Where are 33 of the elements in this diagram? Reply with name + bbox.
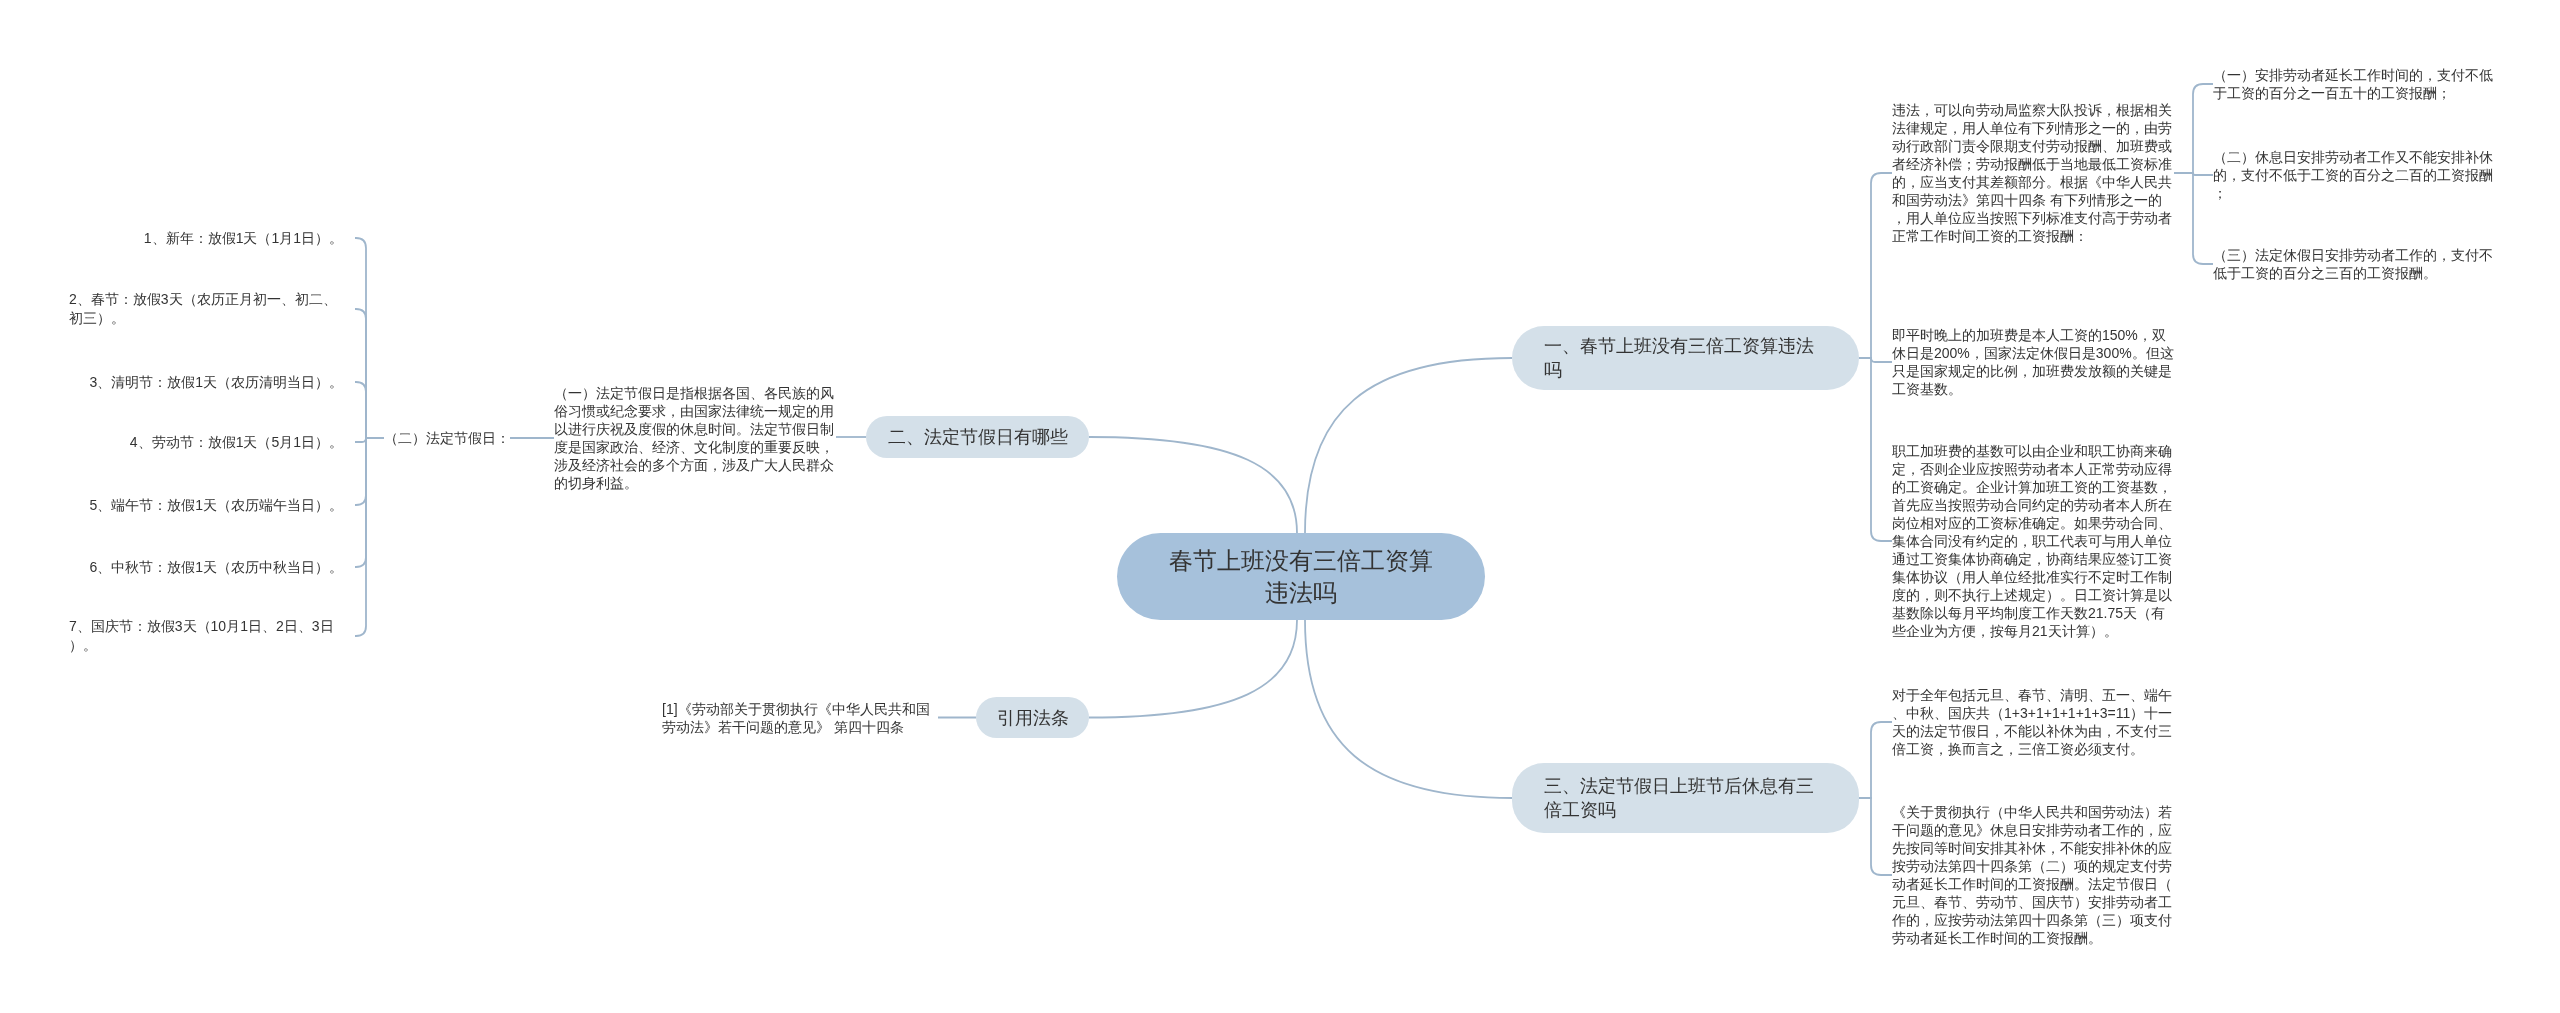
note-text: （二）法定节假日： (384, 429, 510, 447)
topic-pill: 二、法定节假日有哪些 (866, 416, 1089, 458)
note-text: 即平时晚上的加班费是本人工资的150%，双休日是200%，国家法定休假日是300%。但这只是国家规定的比例，加班费发放额的关键是工资基数。 (1892, 326, 2174, 398)
branch-line (1088, 436, 1298, 534)
note-text: 违法，可以向劳动局监察大队投诉，根据相关法律规定，用人单位有下列情形之一的，由劳动行政部门责令限期支付劳动报酬、加班费或者经济补偿；劳动报酬低于当地最低工资标准的，应当支付其差额部分。根据《中华人民共和国劳动法》第四十四条 有下列情形之一的，用人单位应当按照下列标准支付高于劳动者正常工作时间工资的工资报酬： (1892, 101, 2174, 245)
list-item-text: 4、劳动节：放假1天（5月1日）。 (129, 432, 355, 452)
branch-line (1858, 797, 1893, 876)
note-text: （一）法定节假日是指根据各国、各民族的风俗习惯或纪念要求，由国家法律统一规定的用以进行庆祝及度假的休息时间。法定节假日制度是国家政治、经济、文化制度的重要反映，涉及经济社会的多个方面，涉及广大人民群众的切身利益。 (554, 384, 836, 492)
topic-pill: 三、法定节假日上班节后休息有三倍工资吗 (1512, 763, 1859, 833)
branch-line (354, 437, 385, 637)
list-item-text: 2、春节：放假3天（农历正月初一、初二、初三）。 (69, 290, 355, 328)
note-text: 对于全年包括元旦、春节、清明、五一、端午、中秋、国庆共（1+3+1+1+1+1+3=11）十一天的法定节假日，不能以补休为由，不支付三倍工资，换而言之，三倍工资必须支付。 (1892, 686, 2174, 758)
list-item-text: 7、国庆节：放假3天（10月1日、2日、3日）。 (69, 617, 355, 655)
note-text: （二）休息日安排劳动者工作又不能安排补休的，支付不低于工资的百分之二百的工资报酬； (2213, 148, 2497, 202)
note-text: （三）法定休假日安排劳动者工作的，支付不低于工资的百分之三百的工资报酬。 (2213, 246, 2497, 282)
branch-line (1088, 619, 1298, 719)
branch-line (835, 436, 867, 438)
note-text: （一）安排劳动者延长工作时间的，支付不低于工资的百分之一百五十的工资报酬； (2213, 66, 2497, 102)
central-topic: 春节上班没有三倍工资算违法吗 (1117, 533, 1485, 620)
branch-line (1858, 357, 1893, 542)
topic-pill: 一、春节上班没有三倍工资算违法吗 (1512, 326, 1859, 390)
list-item-text: 1、新年：放假1天（1月1日）。 (143, 228, 355, 248)
note-text: [1]《劳动部关于贯彻执行《中华人民共和国劳动法》若干问题的意见》 第四十四条 (662, 700, 938, 736)
list-item-text: 6、中秋节：放假1天（农历中秋当日）。 (89, 557, 355, 577)
topic-pill: 引用法条 (976, 697, 1089, 738)
branch-line (937, 716, 977, 719)
list-item-text: 5、端午节：放假1天（农历端午当日）。 (89, 495, 355, 515)
note-text: 《关于贯彻执行（中华人民共和国劳动法）若干问题的意见》休息日安排劳动者工作的，应先按同等时间安排其补休，不能安排补休的应按劳动法第四十四条第（二）项的规定支付劳动者延长工作时间的工资报酬。法定节假日（元旦、春节、劳动节、国庆节）安排劳动者工作的，应按劳动法第四十四条第（三）项支付劳动者延长工作时间的工资报酬。 (1892, 803, 2174, 947)
branch-line (1304, 357, 1513, 534)
branch-line (509, 437, 555, 439)
list-item-text: 3、清明节：放假1天（农历清明当日）。 (89, 372, 355, 392)
branch-line (1304, 619, 1513, 799)
note-text: 职工加班费的基数可以由企业和职工协商来确定，否则企业应按照劳动者本人正常劳动应得的工资确定。企业计算加班工资的工资基数，首先应当按照劳动合同约定的劳动者本人所在岗位相对应的工资标准确定。如果劳动合同、集体合同没有约定的，职工代表可与用人单位通过工资集体协商确定，协商结果应签订工资集体协议（用人单位经批准实行不定时工作制度的，则不执行上述规定）。日工资计算是以基数除以每月平均制度工作天数21.75天（有些企业为方便，按每月21天计算）。 (1892, 442, 2174, 640)
